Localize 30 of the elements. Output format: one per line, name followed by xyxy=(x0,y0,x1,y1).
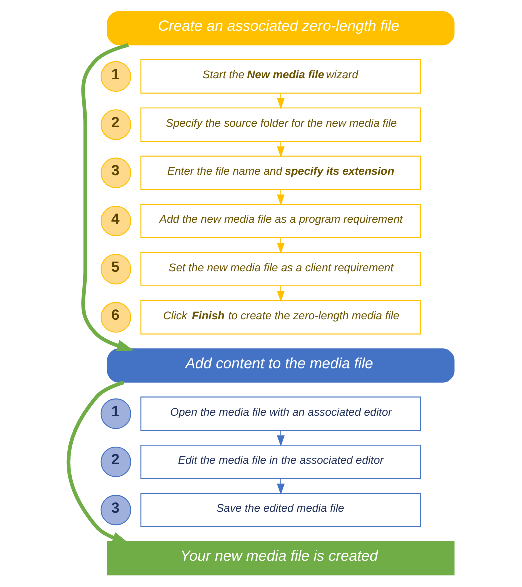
node-box: Click Finish to create the zero-length media file xyxy=(140,300,421,335)
arrow xyxy=(276,286,284,302)
node-box: Save the edited media file xyxy=(140,493,421,528)
node-box: Specify the source folder for the new media file xyxy=(140,108,421,142)
node-box: Add content to the media file xyxy=(106,348,454,383)
arrow xyxy=(81,43,134,352)
arrow xyxy=(276,478,284,495)
node-box: Add the new media file as a program requirement xyxy=(140,204,421,238)
node-circle: 1 xyxy=(100,398,131,430)
node-box: Open the media file with an associated editor xyxy=(140,396,421,432)
node-box: Enter the file name and specify its extension xyxy=(140,156,421,190)
node-box: Create an associated zero-length file xyxy=(106,11,454,46)
arrow xyxy=(276,93,284,110)
node-circle: 5 xyxy=(100,254,131,285)
node-circle: 2 xyxy=(100,110,131,140)
arrow xyxy=(276,238,284,254)
node-box: Set the new media file as a client requirement xyxy=(140,252,421,287)
node-box: Edit the media file in the associated editor xyxy=(140,444,421,480)
arrow xyxy=(276,189,284,206)
node-circle: 3 xyxy=(100,495,131,526)
arrow xyxy=(276,430,284,447)
node-circle: 1 xyxy=(100,61,131,92)
arrow xyxy=(276,141,284,158)
node-circle: 6 xyxy=(100,302,131,333)
node-box: Your new media file is created xyxy=(106,541,454,576)
node-box: Start the New media file wizard xyxy=(140,60,421,94)
arrow xyxy=(66,380,129,544)
node-circle: 2 xyxy=(100,446,131,478)
node-circle: 3 xyxy=(100,158,131,188)
node-circle: 4 xyxy=(100,206,131,237)
